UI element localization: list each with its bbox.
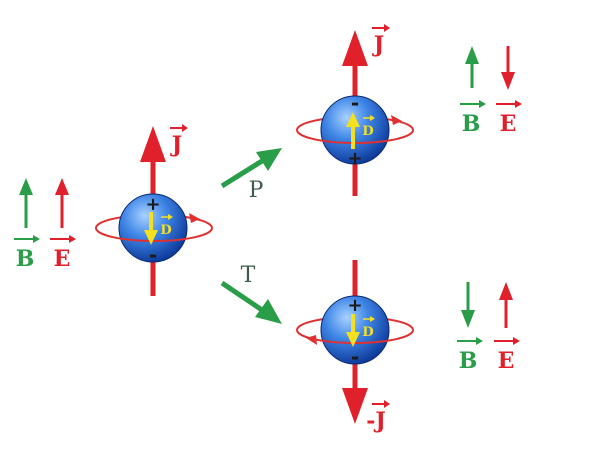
d-label: D (362, 325, 373, 340)
b-field-down-arrow (461, 282, 475, 328)
b-label-group: B (14, 235, 40, 272)
j-label-group: J (170, 124, 188, 158)
top-charge: + (347, 295, 362, 316)
b-label-group: B (460, 100, 486, 137)
operator-p-label: P (249, 178, 264, 203)
e-label-group: E (496, 100, 522, 137)
bottom-charge: - (351, 345, 359, 369)
state-original: B E J + - (14, 124, 213, 296)
b-label: B (462, 111, 481, 137)
e-field-down-arrow (501, 46, 515, 90)
e-label: E (54, 246, 71, 272)
operator-t-arrow (220, 280, 282, 324)
d-label: D (362, 124, 373, 139)
neg-j-label-group: -J (366, 400, 390, 434)
dipole-up-arrow (346, 112, 360, 149)
spin-direction-arrow (391, 115, 402, 125)
dipole-down-arrow (144, 212, 158, 245)
state-parity: J - + D B (296, 24, 522, 196)
spin-ring-front (95, 227, 213, 242)
e-label: E (500, 111, 517, 137)
d-label-group: D (362, 316, 375, 340)
d-label: D (160, 223, 171, 238)
top-charge: - (351, 91, 359, 115)
b-label: B (16, 246, 35, 272)
e-label-group: E (494, 337, 520, 374)
b-label: B (459, 348, 478, 374)
spin-direction-arrow (306, 335, 317, 345)
j-label-group: J (372, 24, 390, 58)
spin-ring-front (296, 329, 414, 344)
e-label-group: E (50, 235, 76, 272)
dipole-down-arrow (346, 314, 360, 347)
spin-direction-arrow (189, 213, 200, 223)
bottom-charge: + (347, 148, 362, 169)
bottom-charge: - (149, 243, 157, 267)
e-label: E (498, 348, 515, 374)
operator-t-label: T (241, 263, 256, 288)
b-field-up-arrow (19, 178, 33, 228)
neg-j-label: -J (366, 408, 386, 434)
top-charge: + (145, 194, 160, 215)
e-field-up-arrow (499, 282, 513, 328)
e-field-up-arrow (55, 178, 69, 228)
j-label: J (372, 32, 384, 58)
b-label-group: B (457, 337, 483, 374)
state-time-reversal: -J + - D B (296, 260, 520, 434)
operator-p-arrow (220, 148, 282, 189)
j-label: J (170, 132, 182, 158)
d-label-group: D (160, 214, 173, 238)
d-label-group: D (362, 115, 375, 139)
b-field-up-arrow (465, 46, 479, 88)
